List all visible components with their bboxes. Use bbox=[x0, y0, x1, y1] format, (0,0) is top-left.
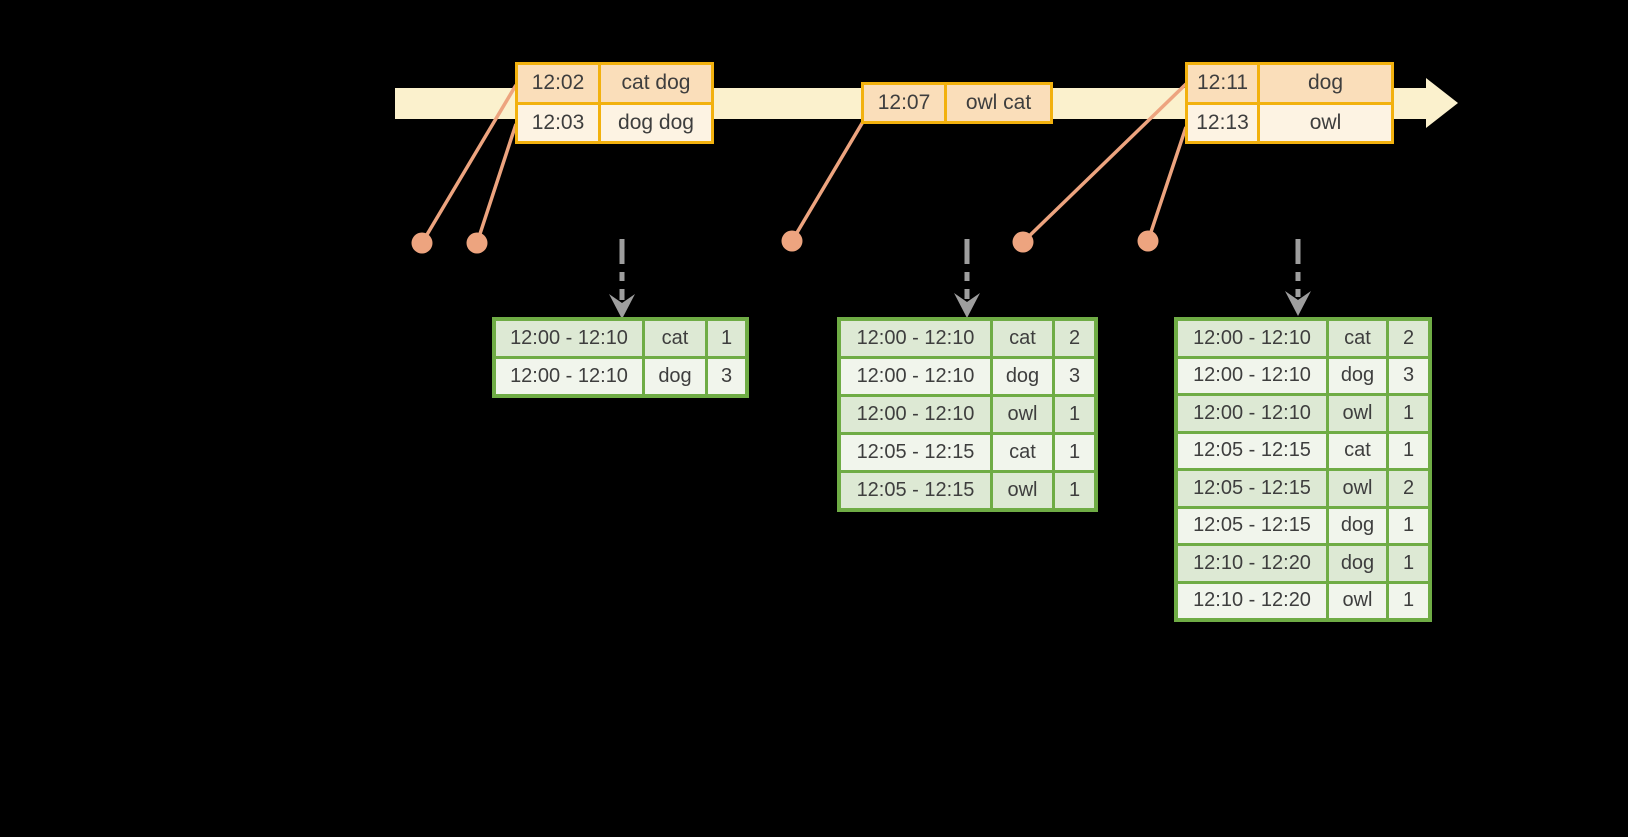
connector-line bbox=[420, 84, 518, 244]
event-words: dog bbox=[1260, 65, 1391, 102]
event-dot bbox=[466, 232, 488, 254]
count-cell: 1 bbox=[1055, 397, 1094, 432]
window-cell: 12:05 - 12:15 bbox=[841, 473, 990, 508]
connector-line bbox=[790, 119, 866, 242]
count-cell: 3 bbox=[1055, 359, 1094, 394]
event-dot bbox=[781, 230, 803, 252]
word-cell: dog bbox=[993, 359, 1052, 394]
window-cell: 12:00 - 12:10 bbox=[1178, 396, 1326, 431]
event-time: 12:02 bbox=[518, 65, 598, 102]
word-cell: owl bbox=[993, 473, 1052, 508]
word-cell: owl bbox=[1329, 471, 1386, 506]
event-dots bbox=[411, 230, 1159, 254]
word-cell: dog bbox=[1329, 508, 1386, 543]
word-cell: cat bbox=[1329, 321, 1386, 356]
event-words: owl cat bbox=[947, 85, 1050, 121]
result-table-3: 12:00 - 12:10 cat 2 12:00 - 12:10 dog 3 … bbox=[1174, 317, 1432, 622]
window-cell: 12:00 - 12:10 bbox=[841, 321, 990, 356]
count-cell: 1 bbox=[708, 321, 745, 356]
connector-lines bbox=[420, 82, 1188, 244]
window-cell: 12:00 - 12:10 bbox=[841, 397, 990, 432]
event-words: owl bbox=[1260, 104, 1391, 141]
trigger-arrowhead-icon bbox=[609, 294, 635, 319]
connector-line bbox=[1146, 126, 1188, 242]
window-cell: 12:05 - 12:15 bbox=[1178, 508, 1326, 543]
trigger-arrowheads bbox=[609, 291, 1311, 319]
count-cell: 3 bbox=[708, 359, 745, 394]
event-dot bbox=[1137, 230, 1159, 252]
count-cell: 3 bbox=[1389, 358, 1428, 393]
event-time: 12:13 bbox=[1188, 104, 1257, 141]
event-batch-table-1: 12:02 cat dog 12:03 dog dog bbox=[515, 62, 714, 144]
trigger-arrowhead-icon bbox=[1285, 291, 1311, 316]
window-cell: 12:00 - 12:10 bbox=[1178, 321, 1326, 356]
event-batch-table-2: 12:07 owl cat bbox=[861, 82, 1053, 124]
word-cell: owl bbox=[1329, 583, 1386, 618]
event-words: dog dog bbox=[601, 104, 711, 141]
word-cell: cat bbox=[1329, 433, 1386, 468]
word-cell: dog bbox=[1329, 546, 1386, 581]
window-cell: 12:00 - 12:10 bbox=[1178, 358, 1326, 393]
window-cell: 12:00 - 12:10 bbox=[841, 359, 990, 394]
word-cell: owl bbox=[993, 397, 1052, 432]
word-cell: dog bbox=[645, 359, 705, 394]
count-cell: 1 bbox=[1389, 546, 1428, 581]
count-cell: 2 bbox=[1389, 471, 1428, 506]
word-cell: dog bbox=[1329, 358, 1386, 393]
window-cell: 12:00 - 12:10 bbox=[496, 321, 642, 356]
event-time: 12:07 bbox=[864, 85, 944, 121]
event-dot bbox=[411, 232, 433, 254]
event-batch-table-3: 12:11 dog 12:13 owl bbox=[1185, 62, 1394, 144]
count-cell: 1 bbox=[1055, 435, 1094, 470]
event-dot bbox=[1012, 231, 1034, 253]
count-cell: 1 bbox=[1389, 583, 1428, 618]
event-time: 12:11 bbox=[1188, 65, 1257, 102]
window-cell: 12:00 - 12:10 bbox=[496, 359, 642, 394]
window-cell: 12:05 - 12:15 bbox=[1178, 471, 1326, 506]
connector-line bbox=[1021, 82, 1188, 244]
count-cell: 1 bbox=[1055, 473, 1094, 508]
count-cell: 2 bbox=[1055, 321, 1094, 356]
count-cell: 1 bbox=[1389, 433, 1428, 468]
window-cell: 12:05 - 12:15 bbox=[841, 435, 990, 470]
result-table-2: 12:00 - 12:10 cat 2 12:00 - 12:10 dog 3 … bbox=[837, 317, 1098, 512]
count-cell: 1 bbox=[1389, 508, 1428, 543]
count-cell: 1 bbox=[1389, 396, 1428, 431]
window-cell: 12:10 - 12:20 bbox=[1178, 583, 1326, 618]
event-time: 12:03 bbox=[518, 104, 598, 141]
event-words: cat dog bbox=[601, 65, 711, 102]
result-table-1: 12:00 - 12:10 cat 1 12:00 - 12:10 dog 3 bbox=[492, 317, 749, 398]
window-cell: 12:10 - 12:20 bbox=[1178, 546, 1326, 581]
timeline-arrowhead-icon bbox=[1426, 78, 1458, 128]
trigger-arrows bbox=[619, 239, 1301, 300]
word-cell: cat bbox=[645, 321, 705, 356]
word-cell: owl bbox=[1329, 396, 1386, 431]
window-cell: 12:05 - 12:15 bbox=[1178, 433, 1326, 468]
word-cell: cat bbox=[993, 435, 1052, 470]
trigger-arrowhead-icon bbox=[954, 293, 980, 318]
count-cell: 2 bbox=[1389, 321, 1428, 356]
word-cell: cat bbox=[993, 321, 1052, 356]
connector-line bbox=[475, 123, 518, 244]
